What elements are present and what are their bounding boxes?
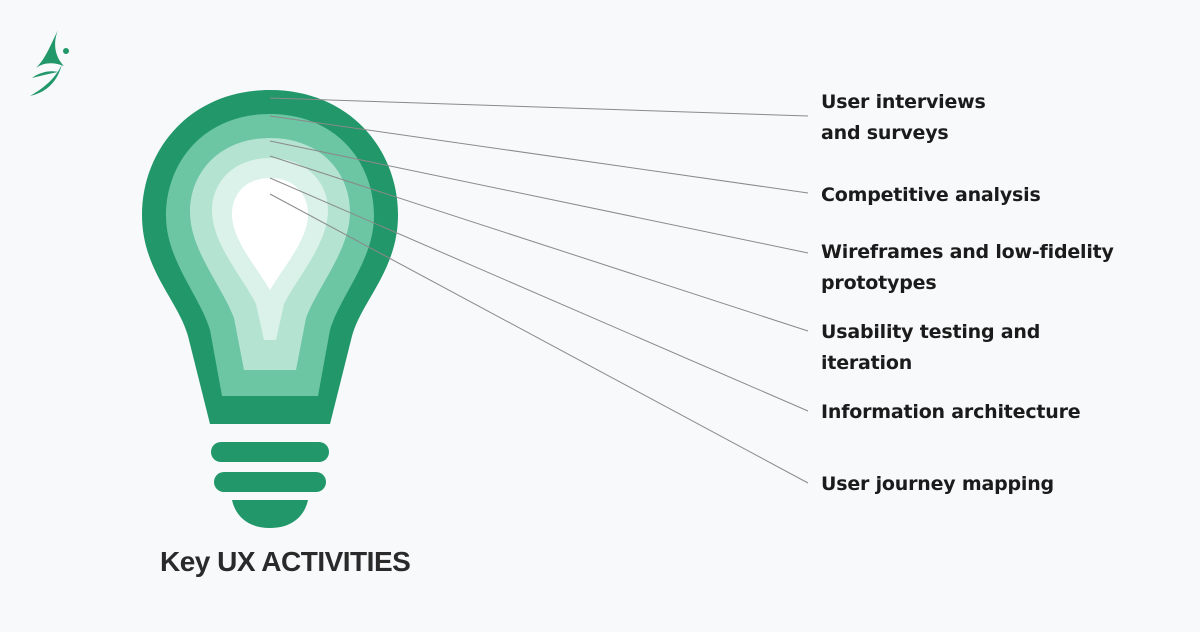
light-bulb-icon <box>142 90 398 528</box>
connector-line <box>269 97 809 117</box>
activity-label-information-architecture: Information architecture <box>821 397 1081 428</box>
connector-lines <box>269 97 809 484</box>
activity-label-line: User journey mapping <box>821 473 1054 495</box>
diagram-title: Key UX ACTIVITIES <box>160 546 411 577</box>
activity-label-wireframes: Wireframes and low-fidelity prototypes <box>821 237 1114 299</box>
activity-label-usability-testing: Usability testing and iteration <box>821 317 1040 379</box>
activity-label-line: User interviews <box>821 91 986 113</box>
bulb-base-band-2 <box>214 472 326 492</box>
connector-line <box>269 193 809 484</box>
activity-label-line: Usability testing and <box>821 321 1041 343</box>
bulb-base-band-1 <box>211 442 329 462</box>
connector-line <box>269 155 809 332</box>
activity-label-competitive-analysis: Competitive analysis <box>821 180 1041 211</box>
activity-label-user-journey-mapping: User journey mapping <box>821 469 1054 500</box>
connector-line <box>269 140 809 254</box>
activity-label-line: iteration <box>821 352 913 374</box>
leaping-figure-logo-icon <box>30 30 69 96</box>
bulb-core <box>232 178 308 290</box>
bulb-base-tip <box>232 500 308 528</box>
connector-line <box>269 115 809 194</box>
activity-label-line: Information architecture <box>821 401 1081 423</box>
activity-label-line: and surveys <box>821 122 949 144</box>
activity-label-line: prototypes <box>821 272 937 294</box>
activity-label-line: Wireframes and low-fidelity <box>821 241 1114 263</box>
activity-label-line: Competitive analysis <box>821 184 1041 206</box>
connector-line <box>269 177 809 412</box>
activity-label-user-interviews: User interviews and surveys <box>821 87 986 149</box>
